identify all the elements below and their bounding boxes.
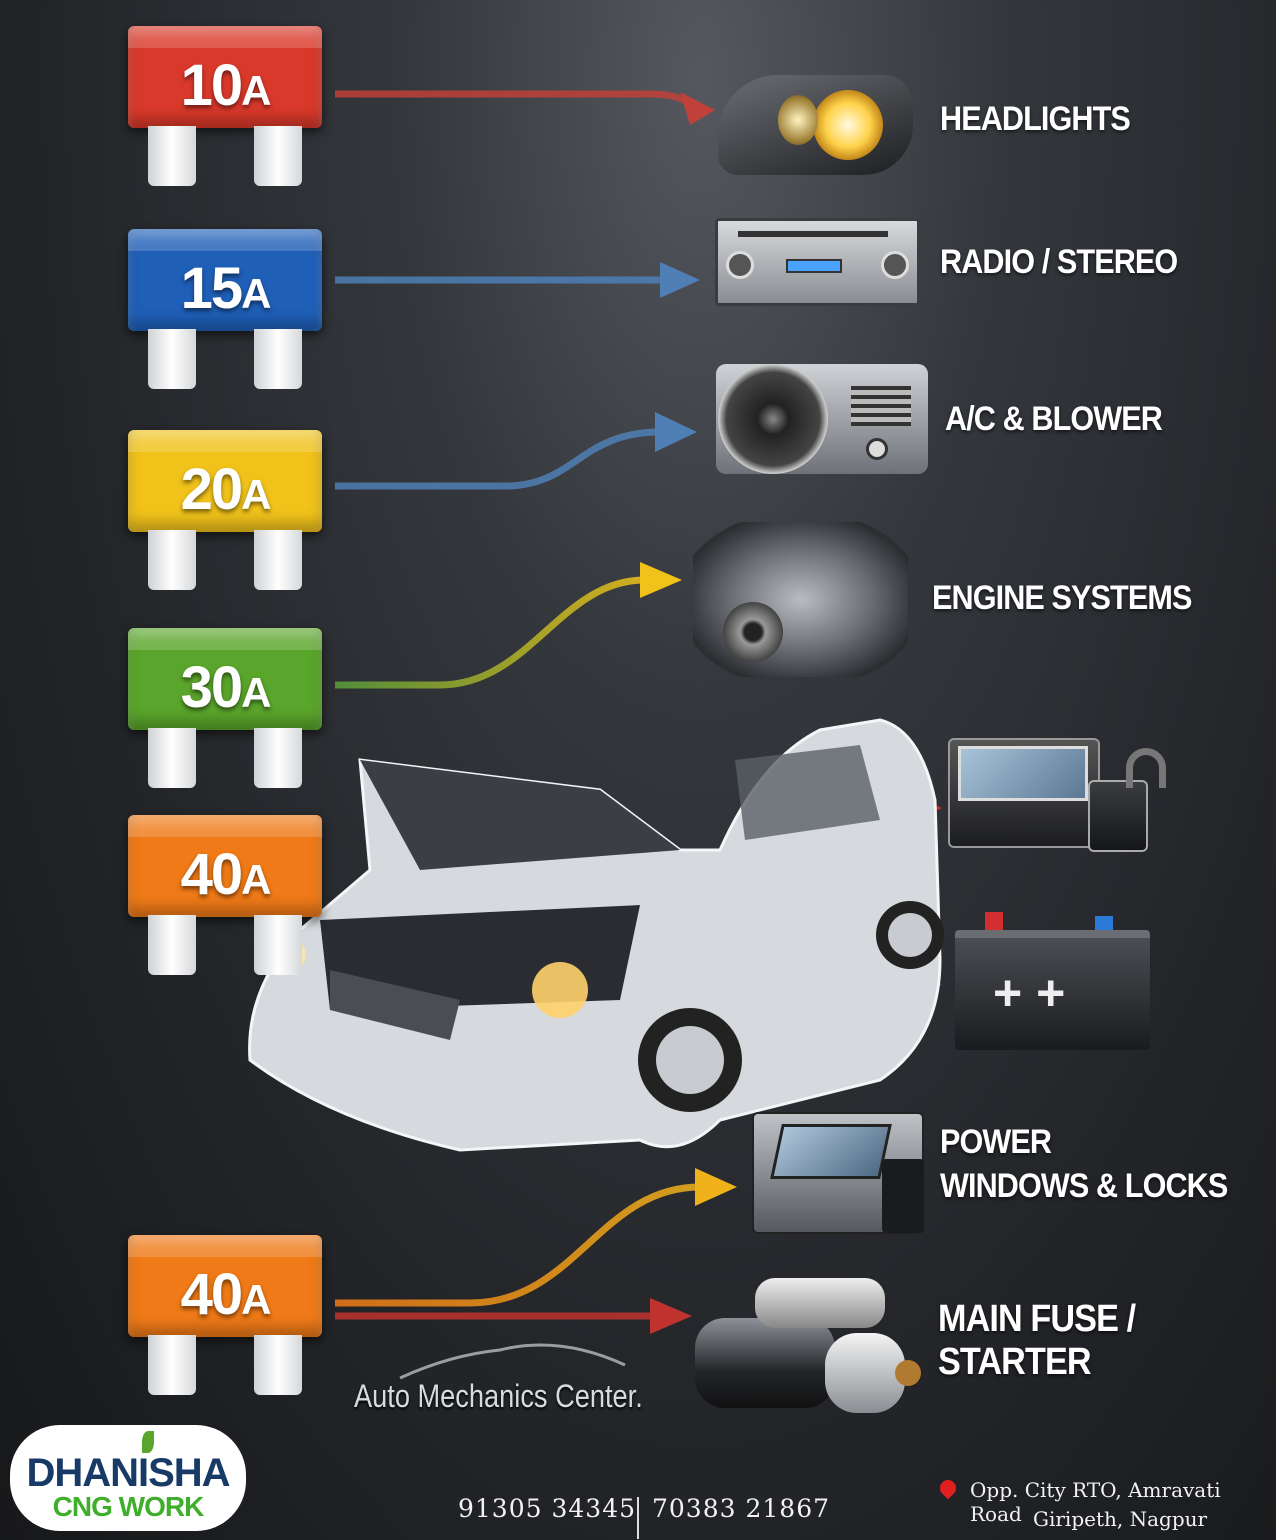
label-ac-blower: A/C & BLOWER <box>945 400 1163 438</box>
fuse-value: 30 <box>180 655 243 720</box>
fuse-unit: A <box>241 1276 271 1323</box>
fuse-value: 40 <box>180 1262 243 1327</box>
power-window-icon <box>752 1112 924 1234</box>
label-radio-stereo: RADIO / STEREO <box>940 243 1178 281</box>
fuse-30a: 30A <box>128 628 322 790</box>
fuse-value: 10 <box>180 53 243 118</box>
label-power: POWER <box>940 1123 1052 1161</box>
logo-line1: DHANISHA <box>26 1451 230 1495</box>
fuse-value: 40 <box>180 842 243 907</box>
fuse-unit: A <box>241 669 271 716</box>
dhanisha-logo: DHANISHA CNG WORK <box>10 1425 246 1531</box>
radio-icon <box>715 218 920 306</box>
fuse-unit: A <box>241 67 271 114</box>
fuse-body <box>128 26 322 128</box>
arrow-10a-headlights <box>335 90 693 108</box>
label-main-fuse: MAIN FUSE / <box>938 1298 1136 1340</box>
battery-icon: + + <box>955 912 1150 1050</box>
label-windows-locks: WINDOWS & LOCKS <box>940 1167 1228 1205</box>
fuse-value: 20 <box>180 457 243 522</box>
watermark-text: Auto Mechanics Center. <box>354 1378 643 1414</box>
fuse-body <box>128 1235 322 1337</box>
fuse-15a: 15A <box>128 229 322 391</box>
label-headlights: HEADLIGHTS <box>940 100 1131 138</box>
logo-line2: CNG WORK <box>52 1491 205 1522</box>
label-starter: STARTER <box>938 1341 1092 1383</box>
engine-icon <box>693 522 908 677</box>
ac-blower-icon <box>716 364 928 474</box>
fuse-40a: 40A <box>128 815 322 977</box>
label-engine-systems: ENGINE SYSTEMS <box>932 579 1192 617</box>
fuse-40a-main: 40A <box>128 1235 322 1397</box>
headlight-icon <box>718 75 913 175</box>
fuse-body <box>128 815 322 917</box>
phone-2: 70383 21867 <box>652 1494 831 1523</box>
car-illustration <box>248 718 944 1152</box>
divider <box>637 1497 639 1539</box>
address-line2: Giripeth, Nagpur <box>1033 1507 1208 1531</box>
fuse-unit: A <box>241 471 271 518</box>
arrow-20a-ac <box>335 428 661 490</box>
lock-control-icon <box>948 738 1166 853</box>
fuse-body <box>128 628 322 730</box>
arrow-40a-windows <box>335 1183 701 1307</box>
fuse-unit: A <box>241 270 271 317</box>
fuse-value: 15 <box>180 256 243 321</box>
fuse-body <box>128 229 322 331</box>
address-line1: Opp. City RTO, Amravati Road <box>970 1478 1221 1526</box>
fuse-unit: A <box>241 856 271 903</box>
fuse-body <box>128 430 322 532</box>
arrow-30a-engine <box>335 576 646 689</box>
fuse-10a: 10A <box>128 26 322 188</box>
fuse-20a: 20A <box>128 430 322 592</box>
starter-motor-icon <box>695 1278 923 1426</box>
phone-1: 91305 34345 <box>458 1494 637 1523</box>
